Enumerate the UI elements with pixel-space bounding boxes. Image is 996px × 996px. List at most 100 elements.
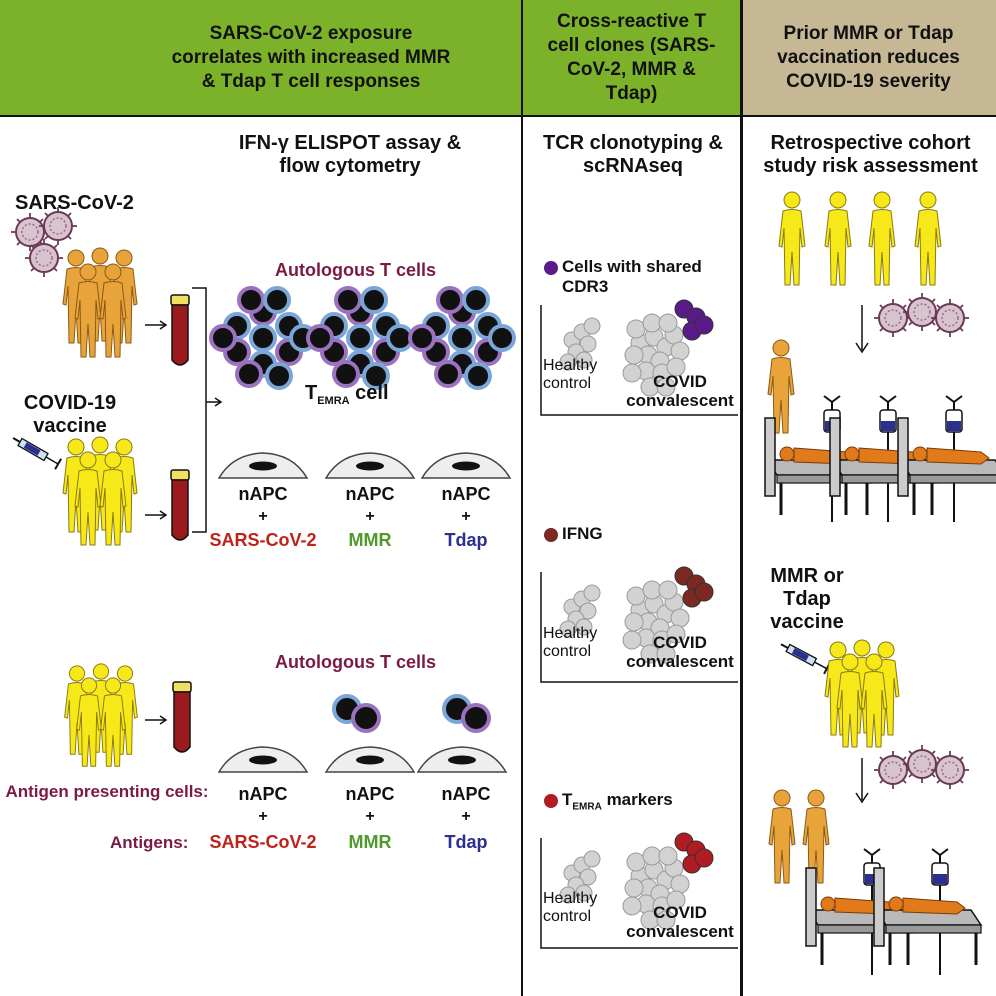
napc-label-1: nAPC <box>238 484 288 504</box>
panel3-healthy: Healthy control <box>543 890 598 925</box>
panel-axes <box>540 305 738 416</box>
highlighted-cell-point <box>694 582 714 602</box>
plus-3: + <box>461 508 471 525</box>
plus-5: + <box>365 808 375 825</box>
header-right-text: Prior MMR or Tdap vaccination reduces CO… <box>777 23 960 92</box>
covid-cell-point <box>666 624 686 644</box>
antigen-mmr-top: MMR <box>348 530 392 550</box>
tcell-pair-icon <box>332 694 381 733</box>
donor-people-icon <box>64 663 138 767</box>
tcell-icon <box>265 362 293 390</box>
divider-header-bottom <box>0 115 996 117</box>
tcell-icon <box>462 286 490 314</box>
header-middle-text: Cross-reactive T cell clones (SARS-CoV-2… <box>547 11 716 104</box>
covid-cell-point <box>626 586 646 606</box>
tcell-cluster-icon <box>209 286 317 390</box>
plus-2: + <box>365 508 375 525</box>
napc-label-6: nAPC <box>441 784 491 804</box>
scatter-panel <box>540 528 738 683</box>
vaccinated-cohort-icon <box>824 639 900 748</box>
covid-cell-point <box>656 644 676 664</box>
scatter-panels <box>540 261 738 949</box>
antigen-tdap-top: Tdap <box>444 530 488 550</box>
vaccinated-people-icon <box>62 436 138 546</box>
exposed-people-icon <box>62 247 138 358</box>
covid-cell-point <box>656 910 676 930</box>
blood-tube-icon <box>172 681 192 753</box>
tcell-icon <box>235 360 263 388</box>
napc-cell-icon <box>325 452 415 479</box>
blood-tube-icon <box>170 294 190 366</box>
panel2-covid: COVID convalescent <box>626 633 734 671</box>
covid-cell-point <box>670 608 690 628</box>
blood-tube-icon <box>170 469 190 541</box>
scatter-panel <box>540 261 738 416</box>
covid-cell-point <box>622 630 642 650</box>
legend-dot-icon <box>544 794 558 808</box>
napc-cell-icon <box>417 746 507 773</box>
tcell-icon <box>263 286 291 314</box>
covid-cell-point <box>626 319 646 339</box>
covid-cell-point <box>666 357 686 377</box>
tcell-clusters <box>209 286 516 390</box>
hospital-beds-bottom <box>804 848 983 976</box>
scatter-panel <box>540 794 738 949</box>
autologous-tcells-top: Autologous T cells <box>275 260 437 280</box>
healthy-cell-point <box>575 884 593 902</box>
highlighted-cell-point <box>694 315 714 335</box>
infected-people-icon <box>768 789 830 884</box>
healthy-cell-point <box>583 850 601 868</box>
bracket <box>192 287 207 533</box>
virus-icon <box>902 292 942 332</box>
covid-cell-point <box>624 612 644 632</box>
covid-cell-point <box>626 852 646 872</box>
covid-cell-point <box>642 313 662 333</box>
covid-cell-point <box>622 896 642 916</box>
covid-cell-point <box>666 890 686 910</box>
panel1-healthy: Healthy control <box>543 357 598 392</box>
panel3-main: T <box>562 790 573 809</box>
tcell-icon <box>332 360 360 388</box>
virus-icon <box>902 744 942 784</box>
antigen-sars-bottom: SARS-CoV-2 <box>209 832 317 852</box>
header-left-text: SARS-CoV-2 exposure correlates with incr… <box>171 23 451 92</box>
mmr-tdap-vaccine-label: MMR or Tdap vaccine <box>770 565 844 633</box>
covid-vaccine-label: COVID-19 vaccine <box>23 392 117 437</box>
napc-label-2: nAPC <box>345 484 395 504</box>
tcell-icon <box>408 324 436 352</box>
virus-icon <box>930 298 970 338</box>
autologous-tcells-bottom: Autologous T cells <box>275 652 437 672</box>
tcell-icon <box>209 324 237 352</box>
healthy-cell-point <box>583 317 601 335</box>
covid-cell-point <box>670 874 690 894</box>
panel3-rest: markers <box>601 790 673 809</box>
panel3-label: TEMRA markers <box>562 790 673 813</box>
panel2-healthy: Healthy control <box>543 625 598 660</box>
tcell-icon <box>249 324 277 352</box>
tcell-icon <box>346 324 374 352</box>
healthy-cell-point <box>575 618 593 636</box>
plus-6: + <box>461 808 471 825</box>
header-right: Prior MMR or Tdap vaccination reduces CO… <box>741 0 996 116</box>
legend-dot-icon <box>544 528 558 542</box>
tcell-cluster-icon <box>408 286 516 390</box>
panel-axes <box>540 838 738 949</box>
panel3-covid: COVID convalescent <box>626 903 734 941</box>
syringe-icon <box>9 431 63 471</box>
assay-title: IFN-γ ELISPOT assay & flow cytometry <box>238 132 462 177</box>
cohort-people-icon <box>778 191 942 286</box>
virus-icon-group <box>10 206 78 278</box>
highlighted-cell-point <box>694 848 714 868</box>
plus-1: + <box>258 508 268 525</box>
tcell-icon <box>436 286 464 314</box>
tcell-cluster-icon <box>306 286 414 390</box>
healthy-cell-point <box>579 868 597 886</box>
hospital-beds-top <box>763 395 996 523</box>
tcell-icon <box>334 286 362 314</box>
antigen-sars-top: SARS-CoV-2 <box>209 530 317 550</box>
apc-label: Antigen presenting cells: <box>5 782 209 801</box>
divider-middle-right <box>740 0 743 996</box>
tcell-icon <box>434 360 462 388</box>
antigen-mmr-bottom: MMR <box>348 832 392 852</box>
